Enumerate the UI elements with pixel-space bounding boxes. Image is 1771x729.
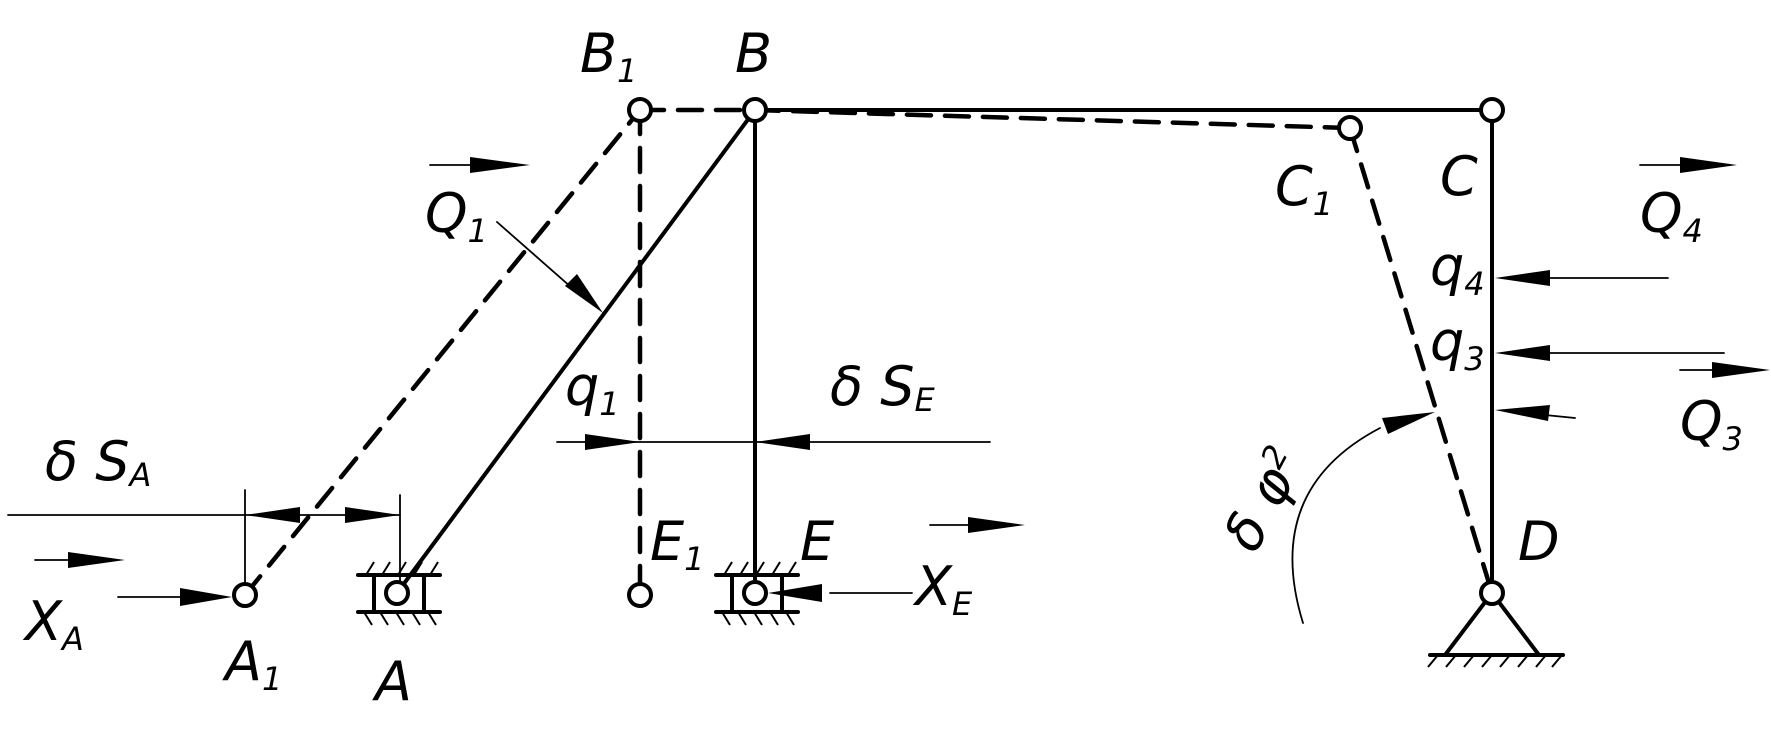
label-B: B [735, 22, 772, 85]
label-XE: XE [912, 555, 973, 623]
label-dSE: δ SE [830, 355, 935, 419]
hinges [232, 97, 1505, 608]
force-XE-arrow [768, 517, 1025, 602]
force-Q1-arrow [429, 157, 603, 313]
point-labels: B1 B C1 C D E1 E A1 A [222, 22, 1560, 713]
force-q3-arrow [1495, 345, 1725, 361]
force-Q4-vector [1639, 157, 1737, 173]
force-q4-arrow [1495, 270, 1669, 286]
label-q3: q3 [1430, 310, 1485, 378]
label-E1: E1 [650, 510, 704, 578]
link-C1D [1347, 125, 1495, 596]
slider-support-E [714, 561, 800, 626]
label-dSA: δ SA [45, 430, 151, 494]
force-Q3-vector [1679, 362, 1770, 378]
hinge-A [384, 580, 410, 606]
link-BC1 [752, 107, 1353, 131]
link-A1B1 [242, 107, 643, 598]
force-labels: Q1 q1 XA XE q4 q3 Q4 Q3 [22, 182, 1743, 658]
hinge-B1 [627, 97, 653, 123]
hinge-A1 [232, 582, 258, 608]
label-B1: B1 [580, 22, 637, 90]
label-C1: C1 [1275, 155, 1333, 223]
label-Q3: Q3 [1680, 390, 1743, 458]
initial-position [395, 108, 1494, 595]
hinge-C [1479, 97, 1505, 123]
link-AB [395, 108, 757, 595]
hinge-E1 [627, 582, 653, 608]
label-q1: q1 [565, 355, 620, 423]
pin-support-D [1427, 591, 1565, 668]
label-dphi: δ φ2 [1211, 438, 1316, 561]
displaced-position [242, 107, 1495, 598]
label-q4: q4 [1430, 235, 1485, 303]
label-E: E [800, 510, 835, 573]
label-Q4: Q4 [1640, 182, 1703, 250]
label-Q1: Q1 [425, 182, 488, 250]
rotation-dphi-arc [1291, 412, 1435, 624]
displacement-dSA [7, 489, 401, 583]
hinge-C1 [1337, 115, 1363, 141]
hinge-B [742, 97, 768, 123]
hinge-E [742, 580, 768, 606]
label-D: D [1518, 510, 1560, 573]
label-XA: XA [22, 590, 84, 658]
label-A1: A1 [222, 630, 282, 698]
hinge-D [1479, 580, 1505, 606]
displacement-dSE [556, 434, 991, 450]
label-C: C [1440, 145, 1478, 208]
force-q-extra-arrow [1495, 405, 1576, 421]
force-XA-arrow [34, 552, 232, 606]
slider-support-A [356, 561, 442, 626]
label-A: A [372, 650, 412, 713]
